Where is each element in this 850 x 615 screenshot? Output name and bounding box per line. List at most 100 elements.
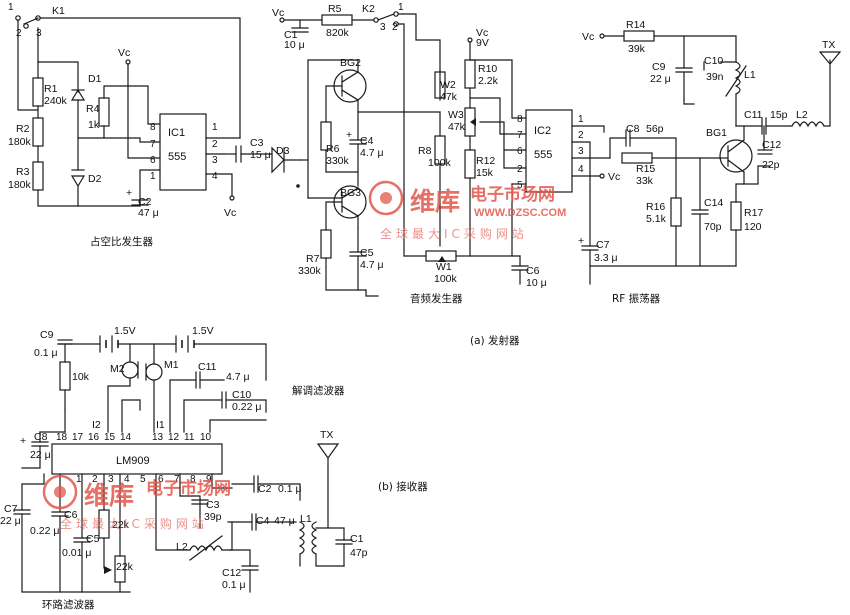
- c3-value: 15 μ: [250, 149, 271, 161]
- r14-resistor: [623, 30, 655, 42]
- rx-c5-label: C5: [86, 533, 100, 545]
- wire-pin1: [77, 169, 161, 207]
- rx-c8-plus: +: [20, 435, 26, 447]
- wire: [325, 149, 359, 173]
- r16-value: 5.1k: [646, 213, 667, 225]
- bg3-collector: [341, 187, 359, 199]
- bg1-collector: [727, 139, 745, 153]
- c1-vc: Vc: [272, 7, 284, 19]
- r6-label: R6: [326, 143, 340, 155]
- ic1-name: IC1: [168, 127, 185, 139]
- c7-value: 3.3 μ: [594, 252, 618, 264]
- junction-dot: [296, 184, 300, 188]
- c2-label: C2: [138, 196, 152, 208]
- wire: [743, 165, 771, 185]
- lm909-pin-3: 3: [108, 474, 114, 485]
- ic2-pin-6: 6: [517, 146, 523, 157]
- rx-c10-value: 0.22 μ: [232, 401, 261, 413]
- c4-value: 4.7 μ: [360, 147, 384, 159]
- wire-pin8: [469, 59, 527, 119]
- vc-terminal: [229, 195, 235, 201]
- l2-coil: [791, 121, 825, 128]
- r1-label: R1: [44, 83, 58, 95]
- lm909-pin-17: 17: [72, 432, 84, 443]
- c4-plus: +: [346, 129, 352, 141]
- ic2-type: 555: [534, 149, 552, 161]
- wire-pin4: [205, 173, 233, 197]
- wire: [121, 399, 141, 433]
- r16-resistor: [670, 197, 682, 227]
- wire: [357, 99, 405, 113]
- ic1-pin-1: 1: [150, 171, 156, 182]
- c6-value: 10 μ: [526, 277, 547, 289]
- ic2-pin-2: 2: [517, 164, 523, 175]
- wire: [21, 473, 45, 511]
- ic2-pin-7: 7: [517, 130, 523, 141]
- rx-r22a-value: 22k: [112, 519, 130, 531]
- rx-r22b-wiper: [104, 566, 112, 574]
- wire-pin6-2: [127, 85, 161, 159]
- lm909-pin-14: 14: [120, 432, 132, 443]
- l1-arrow: [725, 65, 747, 97]
- c1-label: C1: [284, 29, 298, 41]
- watermark-url: WWW.DZSC.COM: [474, 207, 566, 219]
- wire: [315, 457, 329, 529]
- c4-label: C4: [360, 135, 374, 147]
- m1-label: M1: [164, 359, 179, 371]
- caption-duty-generator: 占空比发生器: [90, 235, 153, 248]
- ic1-pin-8: 8: [150, 122, 156, 133]
- r14-vc: Vc: [582, 31, 594, 43]
- r2-resistor: [32, 117, 44, 147]
- wire: [209, 419, 267, 433]
- watermark-logo-core: [380, 192, 392, 204]
- w1-wiper: [438, 256, 446, 262]
- watermark-top: 维库 电子市场网 WWW.DZSC.COM 全球最大IC采购网站: [368, 180, 566, 241]
- r2-value: 180k: [8, 136, 32, 148]
- rx-c1-value: 47p: [350, 547, 368, 559]
- wire-k1-top: [39, 17, 241, 139]
- r17-label: R17: [744, 207, 763, 219]
- lm909-pin-9: 9: [206, 474, 212, 485]
- r15-label: R15: [636, 163, 655, 175]
- wire-antenna: [823, 59, 831, 127]
- lm909-pin-7: 7: [174, 474, 180, 485]
- rx-c10-label: C10: [232, 389, 251, 401]
- wire: [403, 111, 427, 257]
- wire: [653, 35, 737, 63]
- c7-plus: +: [578, 235, 584, 247]
- wire: [183, 399, 223, 433]
- bg3-label: BG3: [340, 187, 361, 199]
- c12-value: 22p: [762, 159, 780, 171]
- c10-label: C10: [704, 55, 723, 67]
- r16-label: R16: [646, 201, 665, 213]
- k2-pin-1: 1: [398, 2, 404, 13]
- lm909-i2: I2: [92, 419, 101, 431]
- r7-value: 330k: [298, 265, 322, 277]
- r12-value: 15k: [476, 167, 494, 179]
- ic2-pin-5: 5: [517, 180, 523, 191]
- wire-bottom-loop: [37, 185, 79, 207]
- wire: [21, 445, 41, 469]
- audio-generator: Vc C1 10 μ R5 820k K2 3 1 2 BG2: [272, 2, 471, 305]
- wire: [735, 171, 745, 203]
- rx-c7-value: 22 μ: [0, 515, 21, 527]
- rx-c1-label: C1: [350, 533, 364, 545]
- c3-label: C3: [250, 137, 264, 149]
- ic1-pin-2: 2: [212, 139, 218, 150]
- l2-label: L2: [796, 109, 808, 121]
- wire-k2: [397, 23, 441, 113]
- r5-label: R5: [328, 3, 342, 15]
- wire-k2-top: [397, 13, 441, 71]
- rx-r10-resistor: [59, 361, 71, 391]
- w2-pot: [434, 71, 446, 99]
- ic2-pin-4: 4: [578, 164, 584, 175]
- w3-value: 47k: [448, 121, 466, 133]
- lm909-i1: I1: [156, 419, 165, 431]
- m2-label: M2: [110, 363, 125, 375]
- r7-label: R7: [306, 253, 320, 265]
- r4-label: R4: [86, 103, 100, 115]
- bg2-emitter: [341, 89, 359, 101]
- c14-value: 70p: [704, 221, 722, 233]
- rx-c4-label: C4: [256, 515, 270, 527]
- lm909-name: LM909: [116, 455, 150, 467]
